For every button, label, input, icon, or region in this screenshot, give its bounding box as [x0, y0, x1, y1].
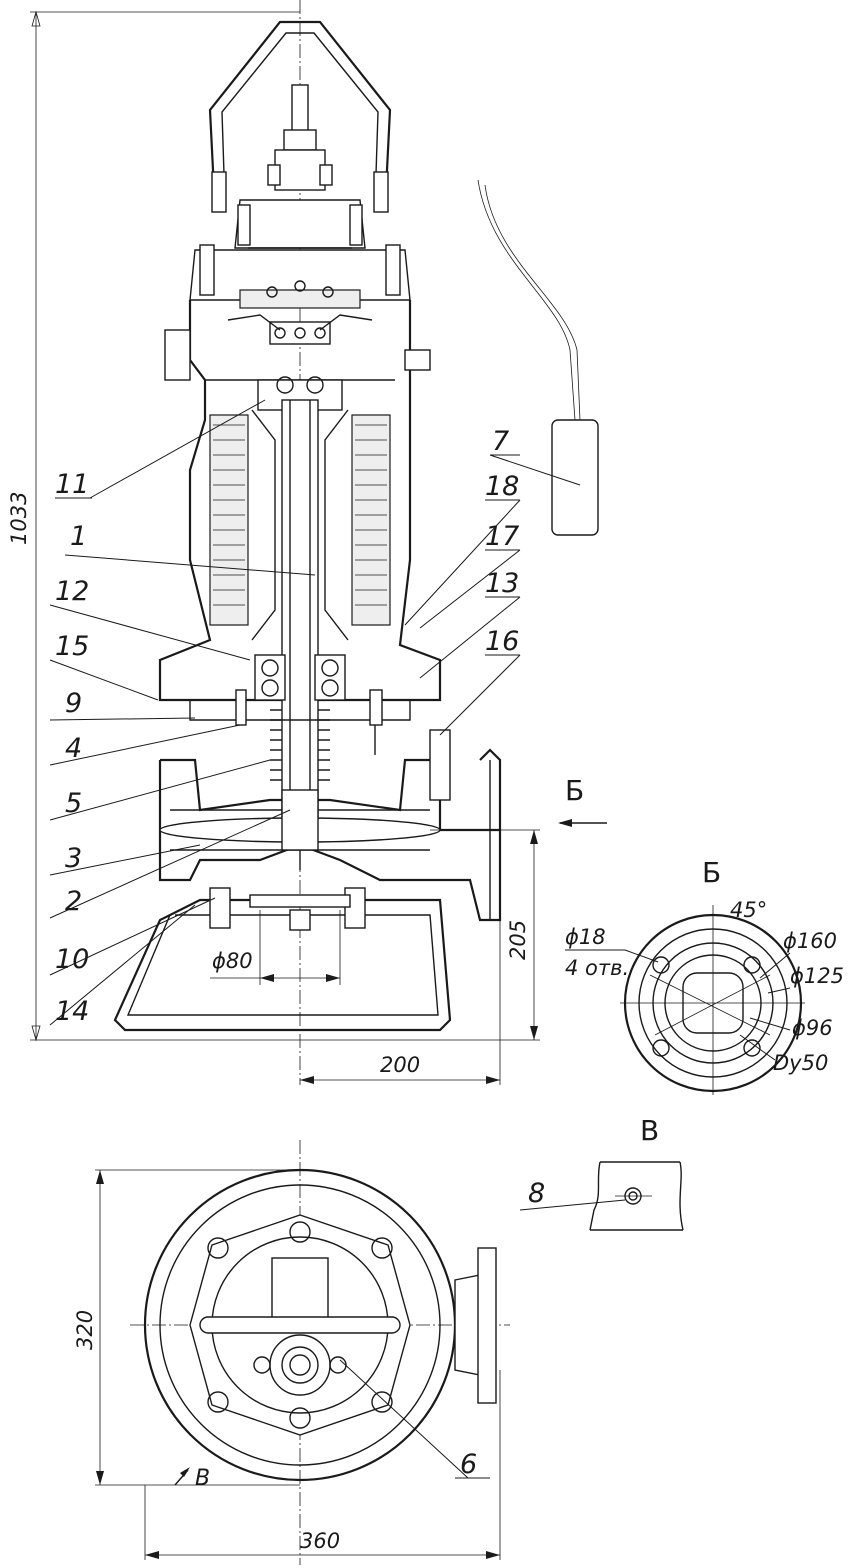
dim-200-text: 200 — [380, 1053, 420, 1077]
part-1-label: 1 — [70, 521, 87, 552]
dim-1033-text: 1033 — [7, 492, 31, 545]
view-b-angle: 45° — [730, 898, 767, 922]
shaft — [281, 399, 319, 821]
view-v-title: В — [640, 1114, 659, 1147]
part-16-label: 16 — [485, 626, 519, 657]
part-9-label: 9 — [65, 688, 82, 719]
view-b-hole-dia: ϕ18 — [565, 925, 606, 949]
part-2-label: 2 — [65, 886, 82, 917]
part-18-label: 18 — [485, 471, 519, 502]
dimension-205: 205 — [506, 830, 538, 1040]
lower-bearing — [189, 654, 411, 755]
dim-d80-text: ϕ80 — [212, 949, 253, 973]
part-callouts: 11 1 12 15 9 4 5 3 2 10 14 18 17 13 16 7 — [49, 399, 581, 1027]
view-b-title: Б — [702, 856, 721, 889]
plan-view: 320 360 6 В — [73, 1140, 510, 1565]
cable-gland — [267, 84, 333, 191]
part-4-label: 4 — [65, 733, 82, 764]
dimension-200: 200 — [300, 920, 501, 1085]
dimension-d80: ϕ80 — [210, 910, 341, 985]
part-8-label: 8 — [528, 1178, 545, 1209]
dim-360-text: 360 — [300, 1529, 340, 1553]
top-cover — [189, 199, 411, 345]
view-b-d125: ϕ125 — [790, 964, 844, 988]
view-b-d96: ϕ96 — [792, 1016, 833, 1040]
part-17-label: 17 — [485, 521, 519, 552]
view-b-hole-count: 4 отв. — [565, 956, 629, 980]
part-15-label: 15 — [55, 631, 89, 662]
part-12-label: 12 — [55, 576, 89, 607]
flange-view-b: Б 45° ϕ18 4 отв. ϕ160 ϕ125 ϕ96 Dy50 — [565, 856, 844, 1095]
dim-205-text: 205 — [506, 920, 530, 960]
motor-housing — [158, 300, 442, 702]
stator — [209, 376, 391, 641]
detail-view-v: В 8 — [519, 1114, 684, 1231]
part-3-label: 3 — [65, 843, 82, 874]
view-b-arrow-label: Б — [565, 774, 584, 807]
view-v-arrow-label: В — [195, 1466, 210, 1491]
view-b-dn: Dy50 — [773, 1051, 828, 1075]
part-10-label: 10 — [55, 944, 89, 975]
part-6-label: 6 — [460, 1449, 477, 1480]
mechanical-seal — [270, 709, 330, 781]
part-7-label: 7 — [492, 426, 509, 457]
part-14-label: 14 — [55, 996, 89, 1027]
part-13-label: 13 — [485, 568, 519, 599]
view-arrow-b: Б — [558, 774, 607, 827]
lifting-handle — [208, 20, 392, 213]
part-5-label: 5 — [65, 788, 82, 819]
view-b-d160: ϕ160 — [783, 929, 837, 953]
volute-casing — [158, 729, 540, 922]
dimension-height-1033: 1033 — [7, 10, 540, 1042]
dim-320-text: 320 — [73, 1310, 97, 1350]
base-stand — [113, 887, 452, 1032]
part-11-label: 11 — [55, 469, 89, 500]
float-switch — [477, 179, 599, 536]
